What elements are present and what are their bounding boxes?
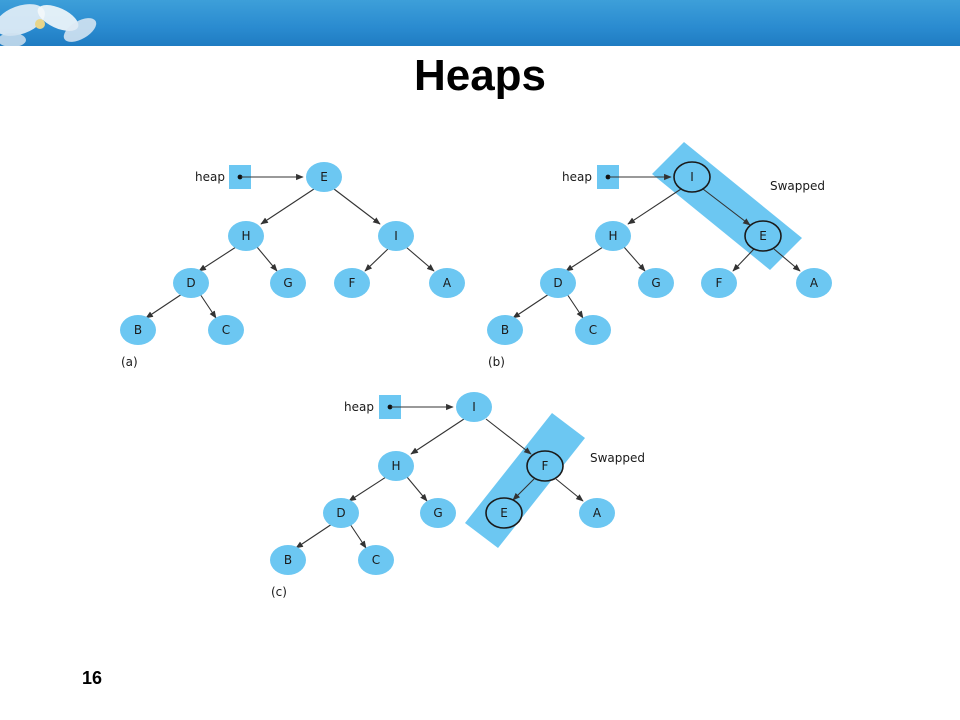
header-band (0, 0, 960, 46)
svg-text:C: C (222, 323, 230, 337)
node-b-3: D (540, 268, 576, 298)
node-c-3: D (323, 498, 359, 528)
node-b-8: C (575, 315, 611, 345)
node-c-0: I (456, 392, 492, 422)
node-a-4: G (270, 268, 306, 298)
heap-label-b: heap (562, 170, 592, 184)
node-a-6: A (429, 268, 465, 298)
heap-panel-a: heap E H I D G F A B C (a) (120, 162, 465, 369)
svg-text:F: F (542, 459, 549, 473)
swapped-label-c: Swapped (590, 451, 645, 465)
node-c-1: H (378, 451, 414, 481)
node-c-4: G (420, 498, 456, 528)
svg-text:D: D (186, 276, 195, 290)
swapped-label-b: Swapped (770, 179, 825, 193)
node-a-3: D (173, 268, 209, 298)
heap-panel-c: Swapped heap I H F D G E A B C (c) (270, 392, 645, 599)
node-b-2: E (744, 220, 782, 252)
node-c-7: B (270, 545, 306, 575)
node-b-4: G (638, 268, 674, 298)
caption-c: (c) (271, 585, 287, 599)
svg-text:C: C (589, 323, 597, 337)
node-a-2: I (378, 221, 414, 251)
svg-text:A: A (593, 506, 602, 520)
svg-text:E: E (759, 229, 767, 243)
node-a-1: H (228, 221, 264, 251)
heap-label-a: heap (195, 170, 225, 184)
swapped-band-b (652, 142, 802, 270)
svg-text:B: B (284, 553, 292, 567)
svg-text:H: H (391, 459, 400, 473)
svg-text:D: D (336, 506, 345, 520)
heap-panel-b: Swapped heap I H E D G F A B C (b) (487, 142, 832, 369)
svg-text:G: G (283, 276, 292, 290)
svg-text:I: I (472, 400, 476, 414)
heap-label-c: heap (344, 400, 374, 414)
node-b-5: F (701, 268, 737, 298)
svg-text:F: F (716, 276, 723, 290)
svg-text:B: B (501, 323, 509, 337)
node-c-5: E (485, 497, 523, 529)
node-b-1: H (595, 221, 631, 251)
node-c-2: F (526, 450, 564, 482)
svg-text:E: E (320, 170, 328, 184)
node-a-5: F (334, 268, 370, 298)
page-number: 16 (82, 668, 103, 688)
svg-text:H: H (241, 229, 250, 243)
svg-text:A: A (810, 276, 819, 290)
node-a-0: E (306, 162, 342, 192)
node-a-8: C (208, 315, 244, 345)
caption-a: (a) (121, 355, 138, 369)
node-c-8: C (358, 545, 394, 575)
svg-text:I: I (690, 170, 694, 184)
node-a-7: B (120, 315, 156, 345)
svg-text:B: B (134, 323, 142, 337)
svg-text:F: F (349, 276, 356, 290)
swapped-band-c-visible (465, 413, 585, 548)
svg-text:G: G (651, 276, 660, 290)
flower-decoration (0, 4, 97, 46)
slide-title: Heaps (413, 51, 547, 100)
caption-b: (b) (488, 355, 505, 369)
svg-text:D: D (553, 276, 562, 290)
node-b-7: B (487, 315, 523, 345)
svg-text:A: A (443, 276, 452, 290)
node-b-6: A (796, 268, 832, 298)
svg-text:G: G (433, 506, 442, 520)
svg-text:E: E (500, 506, 508, 520)
node-c-6: A (579, 498, 615, 528)
node-b-0: I (673, 161, 711, 193)
svg-text:H: H (608, 229, 617, 243)
svg-text:C: C (372, 553, 380, 567)
svg-text:I: I (394, 229, 398, 243)
